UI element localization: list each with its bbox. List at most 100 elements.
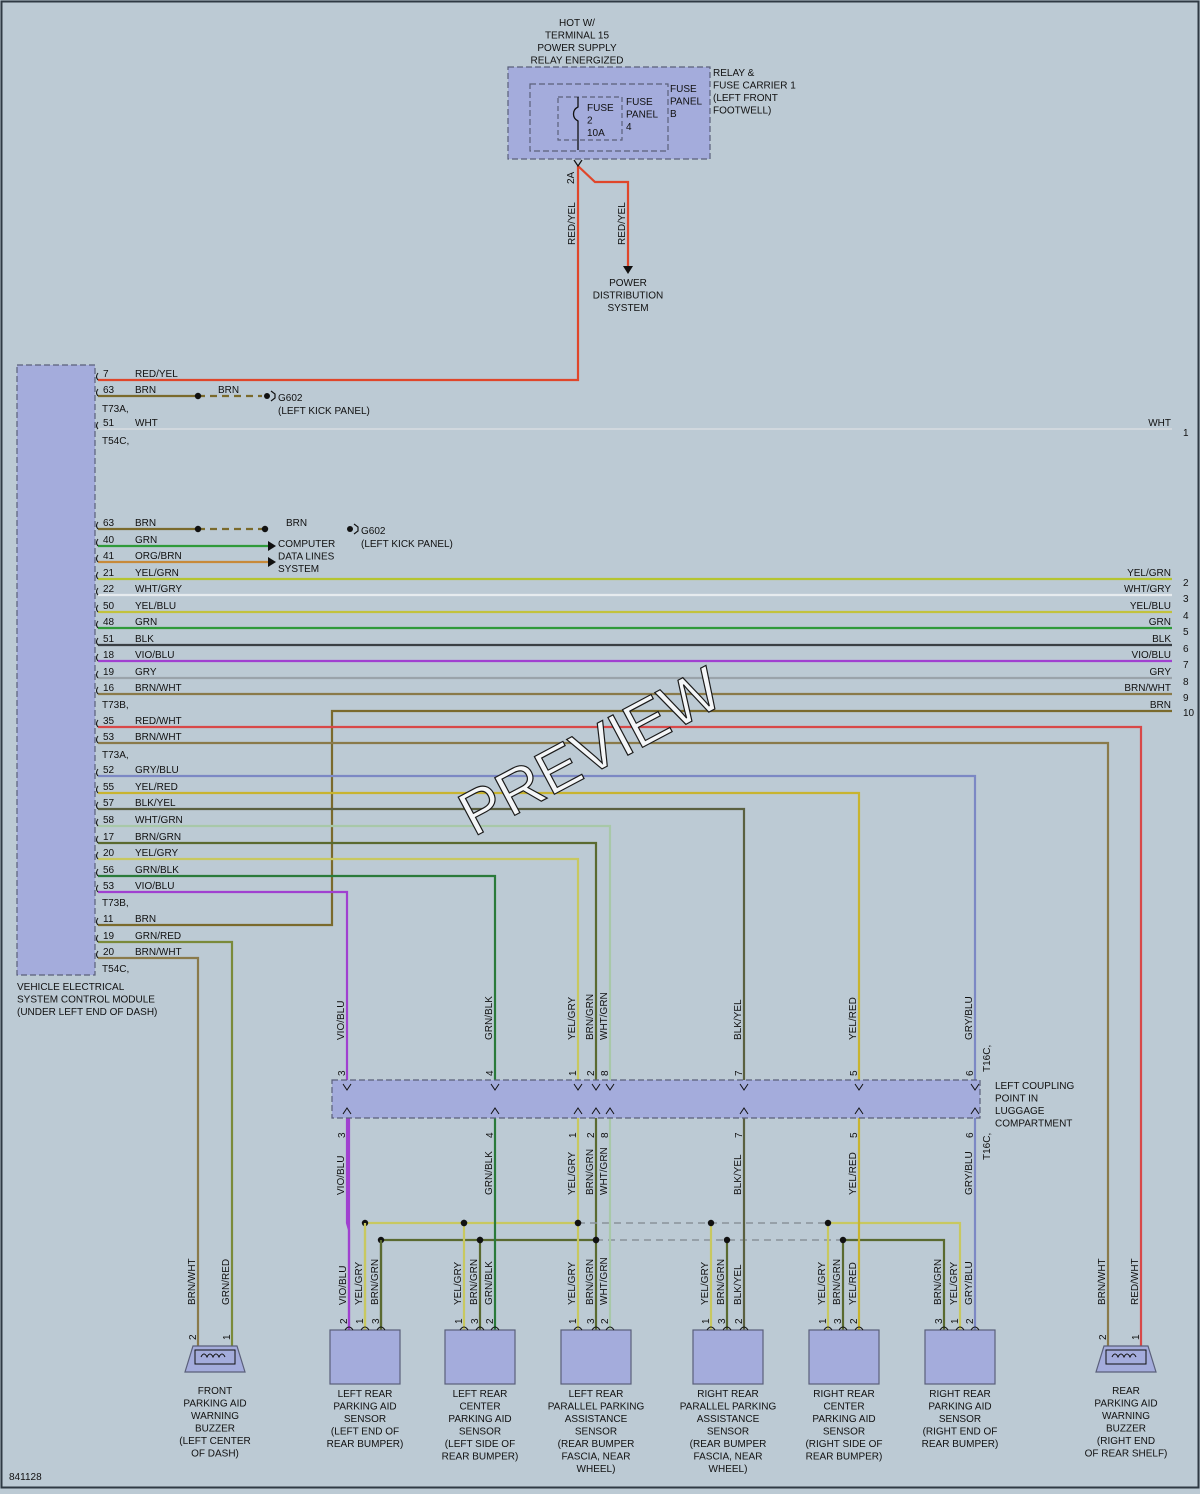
coupling-wire-label: WHT/GRN bbox=[599, 1147, 610, 1195]
pin-mark bbox=[96, 587, 99, 596]
pin-mark bbox=[96, 868, 99, 877]
buzzer-coil-icon bbox=[1111, 1353, 1137, 1359]
wire-to-coupling bbox=[98, 807, 746, 1080]
edge-wire-label: VIO/BLU bbox=[1132, 650, 1171, 661]
module-wire-label: ORG/BRN bbox=[135, 551, 182, 562]
coupling-pin-number: 7 bbox=[734, 1132, 745, 1138]
coupling-wire-label: WHT/GRN bbox=[599, 992, 610, 1040]
relay-label-line: RELAY & bbox=[713, 68, 755, 79]
sensor-wire-label: YEL/GRY bbox=[817, 1262, 828, 1305]
splice-dot bbox=[460, 1219, 468, 1227]
connector-group-label: T73B, bbox=[102, 898, 129, 909]
module-pin-number: 63 bbox=[103, 518, 115, 529]
module-pin-number: 7 bbox=[103, 369, 109, 380]
buzzer-name-line: BUZZER bbox=[1106, 1424, 1146, 1435]
control-module-label-line: VEHICLE ELECTRICAL bbox=[17, 982, 125, 993]
splice-dot bbox=[707, 1219, 715, 1227]
coupling-pin-number: 5 bbox=[849, 1070, 860, 1076]
module-pin-number: 52 bbox=[103, 765, 115, 776]
power-distribution-label-line: SYSTEM bbox=[607, 303, 648, 314]
connector-group-label: T54C, bbox=[102, 436, 129, 447]
hot-label-line: POWER SUPPLY bbox=[537, 43, 617, 54]
edge-reference-number: 2 bbox=[1183, 578, 1189, 589]
fuse-panel-4-label-line: 4 bbox=[626, 122, 632, 133]
sensor-name-line: PARALLEL PARKING bbox=[680, 1402, 777, 1413]
pin-mark bbox=[96, 554, 99, 563]
wire-brn-grn-bus-right bbox=[843, 1238, 946, 1330]
pin-mark bbox=[939, 1326, 949, 1331]
sensor-name-line: SENSOR bbox=[344, 1414, 386, 1425]
edge-wire-label: WHT/GRY bbox=[1124, 584, 1171, 595]
pin-mark bbox=[605, 1326, 615, 1331]
module-wire-label: RED/YEL bbox=[135, 369, 178, 380]
pin-mark bbox=[96, 934, 99, 943]
computer-data-lines-label-line: COMPUTER bbox=[278, 539, 335, 550]
splice-dot bbox=[592, 1236, 600, 1244]
module-wire-label: VIO/BLU bbox=[135, 881, 174, 892]
wire-yel-gry-bus-right bbox=[828, 1221, 962, 1330]
coupling-wire-label: YEL/RED bbox=[848, 997, 859, 1040]
coupling-pin-number: 3 bbox=[337, 1132, 348, 1138]
wire-to-coupling bbox=[98, 774, 977, 1080]
sensor-wire-label: BRN/GRN bbox=[370, 1259, 381, 1305]
pin-mark bbox=[96, 521, 99, 530]
edge-wire-label: BRN bbox=[1150, 700, 1171, 711]
sensor-name-line: (RIGHT END OF bbox=[923, 1427, 998, 1438]
wire-to-coupling bbox=[98, 890, 349, 1080]
module-pin-number: 20 bbox=[103, 848, 115, 859]
edge-wire-label: WHT bbox=[1148, 418, 1171, 429]
sensor-wire-label: YEL/GRY bbox=[949, 1262, 960, 1305]
pin-mark bbox=[96, 653, 99, 662]
splice-dot bbox=[723, 1236, 731, 1244]
connector-group-label: T73A, bbox=[102, 404, 129, 415]
module-pin-number: 18 bbox=[103, 650, 115, 661]
ground-name: G602 bbox=[361, 526, 386, 537]
module-wire-label: WHT bbox=[135, 418, 158, 429]
pin-mark bbox=[96, 686, 99, 695]
splice-dot bbox=[839, 1236, 847, 1244]
pin-mark bbox=[96, 620, 99, 629]
buzzer-coil-box bbox=[1105, 1349, 1147, 1365]
sensor-wire-label: VIO/BLU bbox=[338, 1266, 349, 1305]
pin-mark bbox=[376, 1326, 386, 1331]
coupling-wire-label: BRN/GRN bbox=[585, 1149, 596, 1195]
edge-wire-label: YEL/BLU bbox=[1130, 601, 1171, 612]
sensor-name-line: CENTER bbox=[823, 1402, 864, 1413]
wire-brn-to-edge bbox=[98, 709, 1172, 927]
coupling-wire-label: VIO/BLU bbox=[336, 1001, 347, 1040]
buzzer-coil-box bbox=[194, 1349, 236, 1365]
module-wire-label: BLK/YEL bbox=[135, 798, 176, 809]
ground-wire-label: BRN bbox=[286, 518, 307, 529]
connector-mark bbox=[490, 1083, 500, 1091]
buzzer-coil-icon bbox=[200, 1353, 226, 1359]
pin-mark bbox=[96, 884, 99, 893]
sensor-pin-number: 1 bbox=[568, 1318, 579, 1324]
hot-label-line: TERMINAL 15 bbox=[545, 31, 610, 42]
module-wire-label: BRN/GRN bbox=[135, 832, 181, 843]
sensor-name-line: SENSOR bbox=[459, 1427, 501, 1438]
terminal-2a-mark bbox=[573, 159, 583, 168]
buzzer-name-line: WARNING bbox=[191, 1411, 239, 1422]
sensor-name-line: (LEFT SIDE OF bbox=[445, 1439, 515, 1450]
buzzer-wire-label: GRN/RED bbox=[221, 1259, 232, 1305]
sensor-wire-label: YEL/GRY bbox=[354, 1262, 365, 1305]
module-pin-number: 41 bbox=[103, 551, 115, 562]
coupling-point-label-line: LEFT COUPLING bbox=[995, 1081, 1074, 1092]
module-pin-number: 51 bbox=[103, 418, 115, 429]
pin-mark bbox=[823, 1326, 833, 1331]
module-wire-label: YEL/GRN bbox=[135, 568, 179, 579]
splice-dot bbox=[574, 1219, 582, 1227]
components-layer bbox=[16, 66, 1157, 1385]
module-pin-number: 55 bbox=[103, 782, 115, 793]
sensor-pin-number: 1 bbox=[950, 1318, 961, 1324]
buzzer-wire-label: RED/WHT bbox=[1130, 1258, 1141, 1305]
wire-to-coupling bbox=[98, 857, 580, 1080]
connector-mark bbox=[970, 1107, 980, 1115]
module-pin-number: 21 bbox=[103, 568, 115, 579]
pin-mark bbox=[591, 1326, 601, 1331]
sensor-wire-label: YEL/RED bbox=[848, 1262, 859, 1305]
buzzer-wire-label: BRN/WHT bbox=[1097, 1258, 1108, 1305]
edge-wire-label: BLK bbox=[1152, 634, 1171, 645]
sensor-wire-label: BRN/GRN bbox=[469, 1259, 480, 1305]
terminal-2a-label: 2A bbox=[566, 171, 577, 184]
